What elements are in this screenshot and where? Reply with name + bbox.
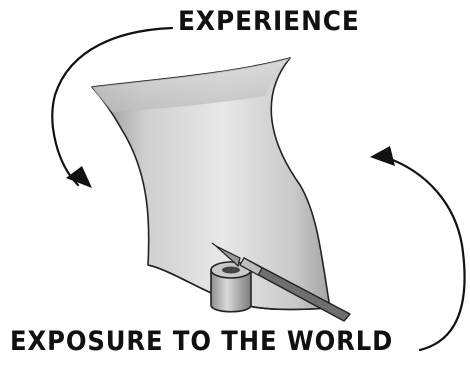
exposure-to-the-world-label: EXPOSURE TO THE WORLD xyxy=(10,326,393,357)
experience-label: EXPERIENCE xyxy=(178,6,360,37)
curved-arrow-right-icon xyxy=(370,146,465,350)
ink-pot-icon xyxy=(211,262,251,312)
